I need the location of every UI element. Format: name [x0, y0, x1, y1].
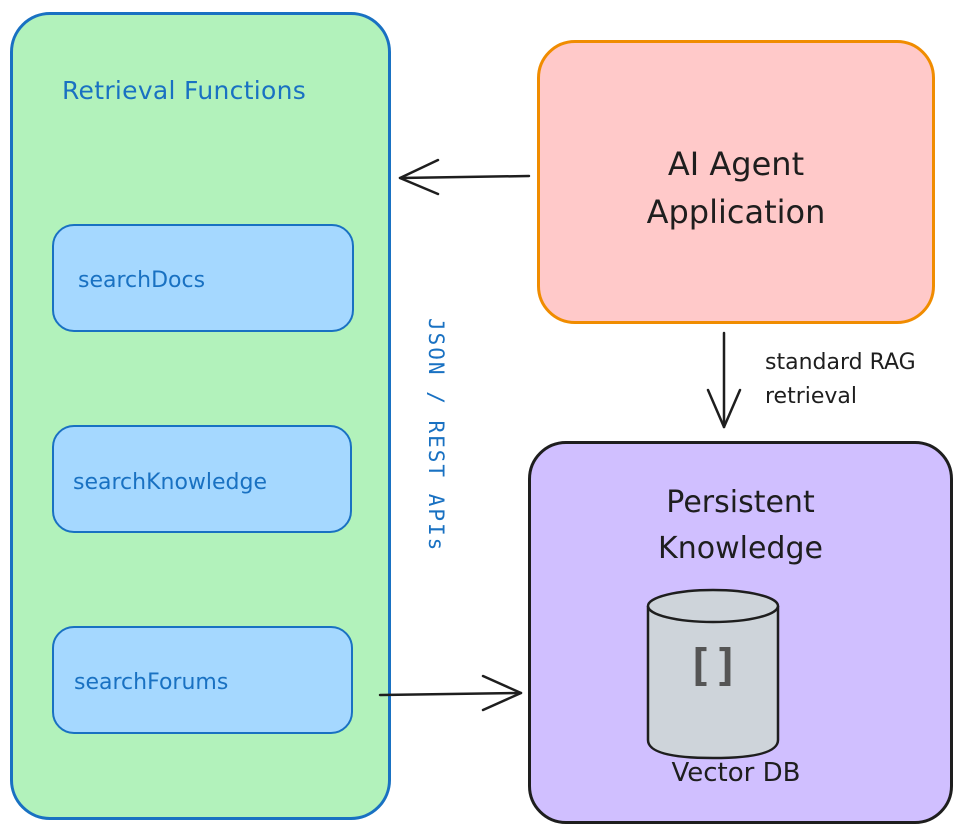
rag-edge-label: standard RAG retrieval — [765, 346, 916, 414]
arrow-agent-to-functions — [398, 158, 531, 196]
ai-agent-label-line1: AI Agent — [667, 145, 805, 183]
ai-agent-label: AI Agent Application — [537, 140, 935, 236]
arrow-forums-to-knowledge — [378, 674, 523, 712]
function-box-search-forums[interactable] — [52, 626, 353, 734]
database-cylinder-icon — [646, 588, 780, 760]
arrow-agent-to-knowledge — [706, 331, 742, 429]
function-label-search-forums: searchForums — [74, 670, 229, 695]
function-label-search-docs: searchDocs — [78, 268, 206, 293]
function-box-search-docs[interactable] — [52, 224, 354, 332]
persistent-knowledge-label: Persistent Knowledge — [528, 480, 953, 572]
api-edge-label: JSON / REST APIs — [424, 318, 448, 553]
panel-title: Retrieval Functions — [62, 76, 307, 105]
rag-edge-label-line1: standard RAG — [765, 350, 916, 375]
ai-agent-application-box[interactable] — [537, 40, 935, 324]
vector-db-label: Vector DB — [671, 758, 801, 788]
ai-agent-label-line2: Application — [646, 193, 826, 231]
vector-db-icon-text: [] — [686, 640, 740, 691]
persistent-knowledge-label-line1: Persistent — [666, 485, 815, 520]
persistent-knowledge-label-line2: Knowledge — [658, 531, 823, 566]
rag-edge-label-line2: retrieval — [765, 384, 858, 409]
function-box-search-knowledge[interactable] — [52, 425, 352, 533]
function-label-search-knowledge: searchKnowledge — [73, 470, 268, 495]
